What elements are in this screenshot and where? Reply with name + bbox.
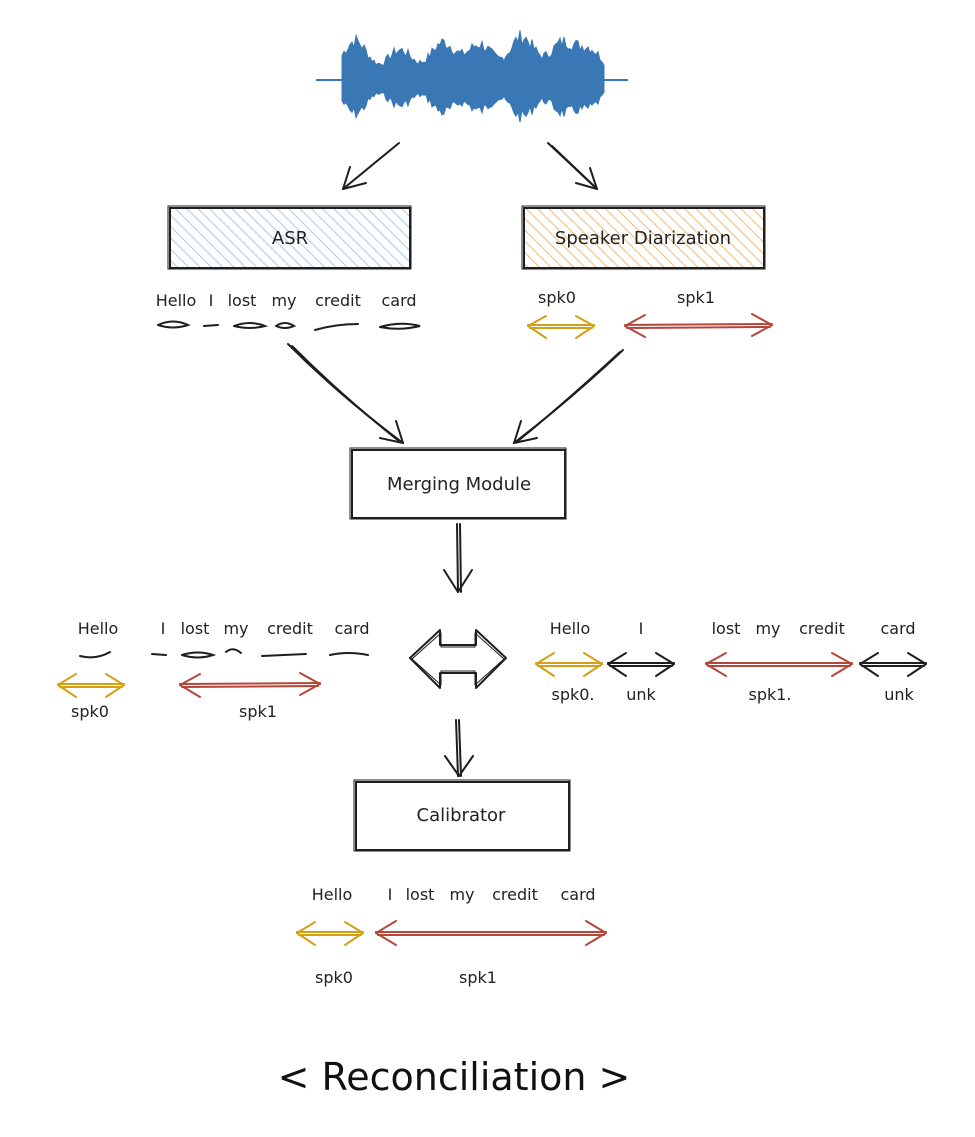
asr-box: ASR bbox=[167, 205, 412, 270]
calibrator-word: Hello bbox=[312, 885, 353, 904]
calibrator-word: my bbox=[449, 885, 474, 904]
diarization-box: Speaker Diarization bbox=[521, 205, 766, 270]
arrow-asr-to-merging bbox=[287, 343, 404, 444]
diar-speaker-label: spk1 bbox=[677, 288, 715, 307]
asr-word-timing-marks bbox=[157, 320, 421, 331]
merging-module-label: Merging Module bbox=[387, 474, 531, 495]
merge-left-word: I bbox=[161, 619, 166, 638]
merge-right-speaker-label: unk bbox=[626, 685, 656, 704]
diar-speaker-label: spk0 bbox=[538, 288, 576, 307]
arrow-to-calibrator bbox=[444, 719, 474, 777]
calibrator-word: credit bbox=[492, 885, 538, 904]
merge-right-unk-arrow-2 bbox=[859, 652, 927, 677]
asr-word: Hello bbox=[156, 291, 197, 310]
merge-right-word: Hello bbox=[550, 619, 591, 638]
diar-spk0-span-arrow bbox=[527, 315, 595, 339]
merge-left-speaker-label: spk1 bbox=[239, 702, 277, 721]
calibrator-spk0-arrow bbox=[296, 921, 364, 946]
merge-right-speaker-label: spk0. bbox=[551, 685, 594, 704]
calibrator-speaker-label: spk1 bbox=[459, 968, 497, 987]
merge-right-word: my bbox=[755, 619, 780, 638]
merge-left-word: credit bbox=[267, 619, 313, 638]
asr-word: lost bbox=[228, 291, 257, 310]
calibrator-word: card bbox=[560, 885, 595, 904]
calibrator-word: lost bbox=[406, 885, 435, 904]
asr-word: credit bbox=[315, 291, 361, 310]
merge-right-spk1-arrow bbox=[705, 652, 853, 677]
diarization-box-label: Speaker Diarization bbox=[555, 228, 731, 249]
merge-right-word: card bbox=[880, 619, 915, 638]
merge-right-spk0-arrow bbox=[535, 652, 603, 677]
arrow-waveform-to-asr bbox=[342, 142, 400, 190]
calibrator-speaker-label: spk0 bbox=[315, 968, 353, 987]
merge-left-speaker-label: spk0 bbox=[71, 702, 109, 721]
merge-right-word: lost bbox=[712, 619, 741, 638]
merge-left-words: Hello I lost my credit card bbox=[78, 619, 370, 638]
merge-right-speaker-label: unk bbox=[884, 685, 914, 704]
arrow-waveform-to-diarization bbox=[547, 142, 598, 190]
diar-spk1-span-arrow bbox=[624, 313, 773, 338]
merge-right-words: Hello I lost my credit card bbox=[550, 619, 916, 638]
asr-word: card bbox=[381, 291, 416, 310]
arrow-diarization-to-merging bbox=[513, 349, 624, 444]
calibrator-word: I bbox=[388, 885, 393, 904]
calibrator-box: Calibrator bbox=[353, 779, 571, 852]
merge-left-word: card bbox=[334, 619, 369, 638]
merge-left-spk0-arrow bbox=[57, 673, 125, 698]
merge-right-speaker-label: spk1. bbox=[748, 685, 791, 704]
calibrator-output-words: Hello I lost my credit card bbox=[312, 885, 596, 904]
merge-left-spk1-arrow bbox=[179, 672, 321, 698]
arrow-merging-down bbox=[443, 523, 473, 593]
merging-module-box: Merging Module bbox=[349, 447, 567, 520]
calibrator-label: Calibrator bbox=[417, 805, 507, 826]
merge-right-word: I bbox=[639, 619, 644, 638]
bidirectional-block-arrow bbox=[409, 629, 507, 689]
merge-left-word: Hello bbox=[78, 619, 119, 638]
merge-right-word: credit bbox=[799, 619, 845, 638]
merge-left-word: my bbox=[223, 619, 248, 638]
audio-waveform bbox=[316, 30, 628, 123]
merge-right-unk-arrow bbox=[607, 652, 675, 677]
merge-left-timing-marks bbox=[79, 648, 369, 659]
asr-box-label: ASR bbox=[272, 228, 308, 249]
asr-word: my bbox=[271, 291, 296, 310]
merge-left-word: lost bbox=[181, 619, 210, 638]
calibrator-spk1-arrow bbox=[375, 920, 607, 946]
asr-word-list: Hello I lost my credit card bbox=[156, 291, 417, 310]
diagram-caption: < Reconciliation > bbox=[278, 1055, 631, 1099]
asr-word: I bbox=[209, 291, 214, 310]
